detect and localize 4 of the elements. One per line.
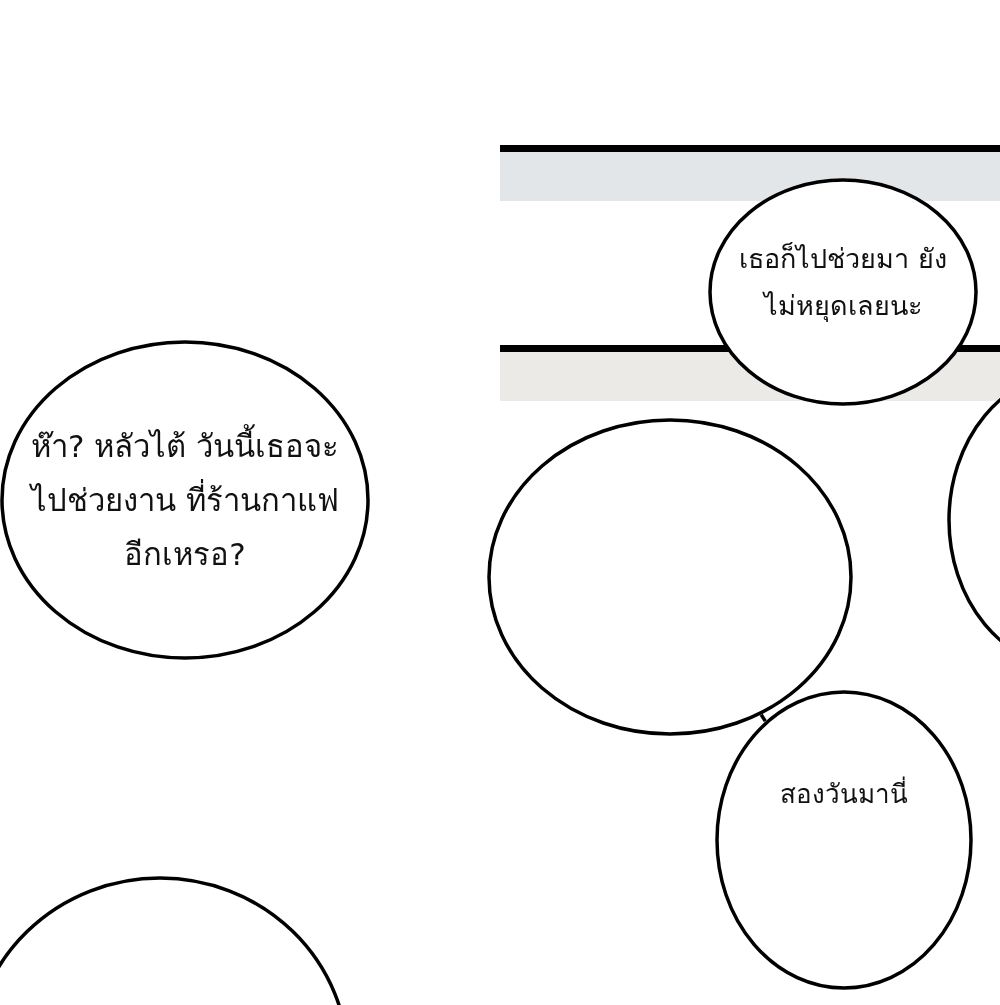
dialogue-text: ห๊า? หลัวไต้ วันนี้เธอจะไปช่วยงาน ที่ร้านกาแฟอีกเหรอ? bbox=[20, 418, 350, 582]
dialogue-text: เธอก็ไปช่วยมา ยังไม่หยุดเลยนะ bbox=[738, 241, 948, 324]
dialogue-text: สองวันมานี่ bbox=[734, 772, 954, 818]
bubble-tail bbox=[759, 713, 767, 723]
